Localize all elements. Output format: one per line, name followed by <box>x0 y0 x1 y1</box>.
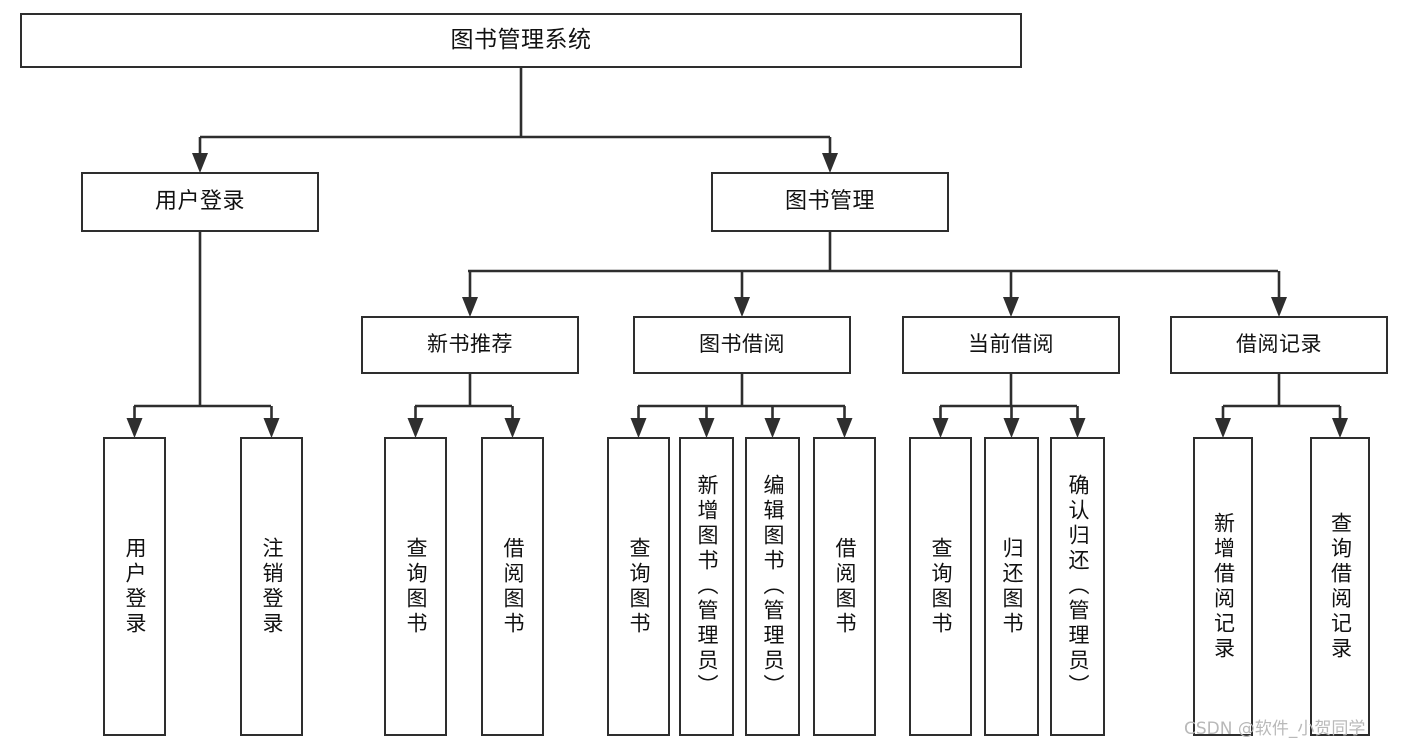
node-label: 查询图书 <box>627 536 651 637</box>
node-label: 查询图书 <box>404 536 428 637</box>
node-b1[interactable]: 查询图书 <box>607 437 670 736</box>
arrowhead-r2 <box>1332 418 1348 438</box>
node-c3[interactable]: 确认归还（管理员） <box>1050 437 1105 736</box>
node-n2[interactable]: 借阅图书 <box>481 437 544 736</box>
node-login[interactable]: 用户登录 <box>81 172 319 232</box>
arrowhead-n2 <box>504 418 521 438</box>
node-r2[interactable]: 查询借阅记录 <box>1310 437 1370 736</box>
arrowhead-login <box>192 153 208 173</box>
node-root[interactable]: 图书管理系统 <box>20 13 1022 68</box>
node-label: 查询借阅记录 <box>1328 511 1353 662</box>
arrowhead-borrow <box>734 297 750 317</box>
node-l1[interactable]: 用户登录 <box>103 437 166 736</box>
arrowhead-l1 <box>126 418 143 438</box>
node-b3[interactable]: 编辑图书（管理员） <box>745 437 800 736</box>
node-label: 新书推荐 <box>427 332 513 357</box>
node-n1[interactable]: 查询图书 <box>384 437 447 736</box>
node-label: 确认归还（管理员） <box>1066 474 1090 699</box>
node-label: 图书借阅 <box>699 332 785 357</box>
node-b4[interactable]: 借阅图书 <box>813 437 876 736</box>
node-label: 借阅图书 <box>833 536 857 637</box>
node-label: 借阅记录 <box>1236 332 1322 357</box>
arrowhead-c2 <box>1003 418 1020 438</box>
arrowhead-newbook <box>462 297 478 317</box>
node-label: 新增借阅记录 <box>1211 511 1236 662</box>
node-label: 归还图书 <box>1000 536 1024 637</box>
node-label: 图书管理系统 <box>450 26 592 53</box>
arrowhead-current <box>1003 297 1019 317</box>
arrowhead-l2 <box>263 418 280 438</box>
node-label: 借阅图书 <box>501 536 525 637</box>
node-b2[interactable]: 新增图书（管理员） <box>679 437 734 736</box>
node-label: 用户登录 <box>123 536 147 637</box>
node-label: 查询图书 <box>929 536 953 637</box>
node-bookmgmt[interactable]: 图书管理 <box>711 172 949 232</box>
arrowhead-c1 <box>932 418 949 438</box>
node-records[interactable]: 借阅记录 <box>1170 316 1388 374</box>
node-label: 注销登录 <box>260 536 284 637</box>
arrowhead-b1 <box>630 418 647 438</box>
arrowhead-b2 <box>698 418 715 438</box>
arrowhead-records <box>1271 297 1287 317</box>
arrowhead-c3 <box>1069 418 1086 438</box>
node-l2[interactable]: 注销登录 <box>240 437 303 736</box>
arrowhead-b4 <box>836 418 853 438</box>
watermark-text: CSDN @软件_小贺同学 <box>1184 719 1366 739</box>
node-newbook[interactable]: 新书推荐 <box>361 316 579 374</box>
arrowhead-n1 <box>407 418 424 438</box>
node-label: 当前借阅 <box>968 332 1054 357</box>
node-c1[interactable]: 查询图书 <box>909 437 972 736</box>
arrowhead-r1 <box>1215 418 1231 438</box>
arrowhead-bookmgmt <box>822 153 838 173</box>
node-label: 用户登录 <box>154 188 245 214</box>
node-r1[interactable]: 新增借阅记录 <box>1193 437 1253 736</box>
node-label: 新增图书（管理员） <box>695 474 719 699</box>
node-current[interactable]: 当前借阅 <box>902 316 1120 374</box>
node-label: 编辑图书（管理员） <box>761 474 785 699</box>
node-c2[interactable]: 归还图书 <box>984 437 1039 736</box>
arrowhead-b3 <box>764 418 781 438</box>
node-borrow[interactable]: 图书借阅 <box>633 316 851 374</box>
node-label: 图书管理 <box>784 188 875 214</box>
